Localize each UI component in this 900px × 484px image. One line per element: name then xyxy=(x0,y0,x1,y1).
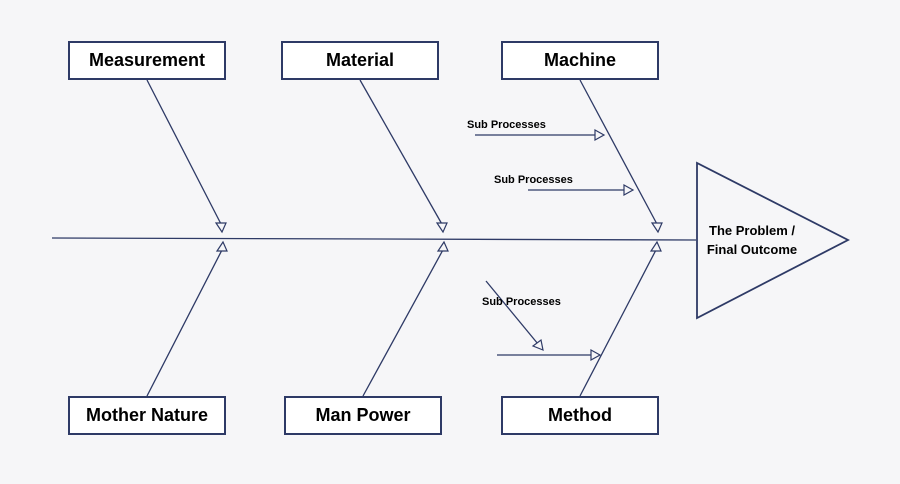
category-box-man-power: Man Power xyxy=(284,396,442,435)
category-box-machine: Machine xyxy=(501,41,659,80)
arrowhead-measurement xyxy=(214,222,227,234)
category-label-measurement: Measurement xyxy=(88,50,206,70)
effect-triangle xyxy=(696,161,850,320)
sub-process-label-2: Sub Processes xyxy=(494,174,573,186)
category-label-mother-nature: Mother Nature xyxy=(85,405,208,425)
arrowhead-material xyxy=(435,222,448,234)
category-label-machine: Machine xyxy=(543,50,617,70)
arrowhead-method xyxy=(649,240,662,252)
category-box-measurement: Measurement xyxy=(68,41,226,80)
arrowhead-sub-2 xyxy=(623,183,635,197)
spine-line xyxy=(51,237,697,241)
sub-process-label-1: Sub Processes xyxy=(467,119,546,131)
effect-label-line-1: The Problem / xyxy=(709,223,795,238)
arrowhead-sub-4 xyxy=(531,338,544,351)
category-box-material: Material xyxy=(281,41,439,80)
arrowhead-man-power xyxy=(436,240,449,252)
category-box-method: Method xyxy=(501,396,659,435)
sub-process-line-4 xyxy=(485,280,539,345)
effect-label: The Problem / Final Outcome xyxy=(692,221,812,259)
category-box-mother-nature: Mother Nature xyxy=(68,396,226,435)
bone-man-power xyxy=(362,247,445,397)
sub-process-label-3: Sub Processes xyxy=(482,296,561,308)
arrowhead-mother-nature xyxy=(215,240,228,252)
effect-label-line-2: Final Outcome xyxy=(706,242,798,257)
category-label-method: Method xyxy=(548,405,612,425)
bone-material xyxy=(359,79,444,227)
arrowhead-sub-1 xyxy=(594,128,606,142)
bone-mother-nature xyxy=(146,247,224,397)
bone-measurement xyxy=(146,79,223,227)
category-label-material: Material xyxy=(325,50,395,70)
bone-machine xyxy=(579,79,659,227)
category-label-man-power: Man Power xyxy=(315,405,411,425)
arrowhead-sub-3 xyxy=(590,348,602,362)
bone-method xyxy=(579,247,658,397)
arrowhead-machine xyxy=(650,222,663,234)
